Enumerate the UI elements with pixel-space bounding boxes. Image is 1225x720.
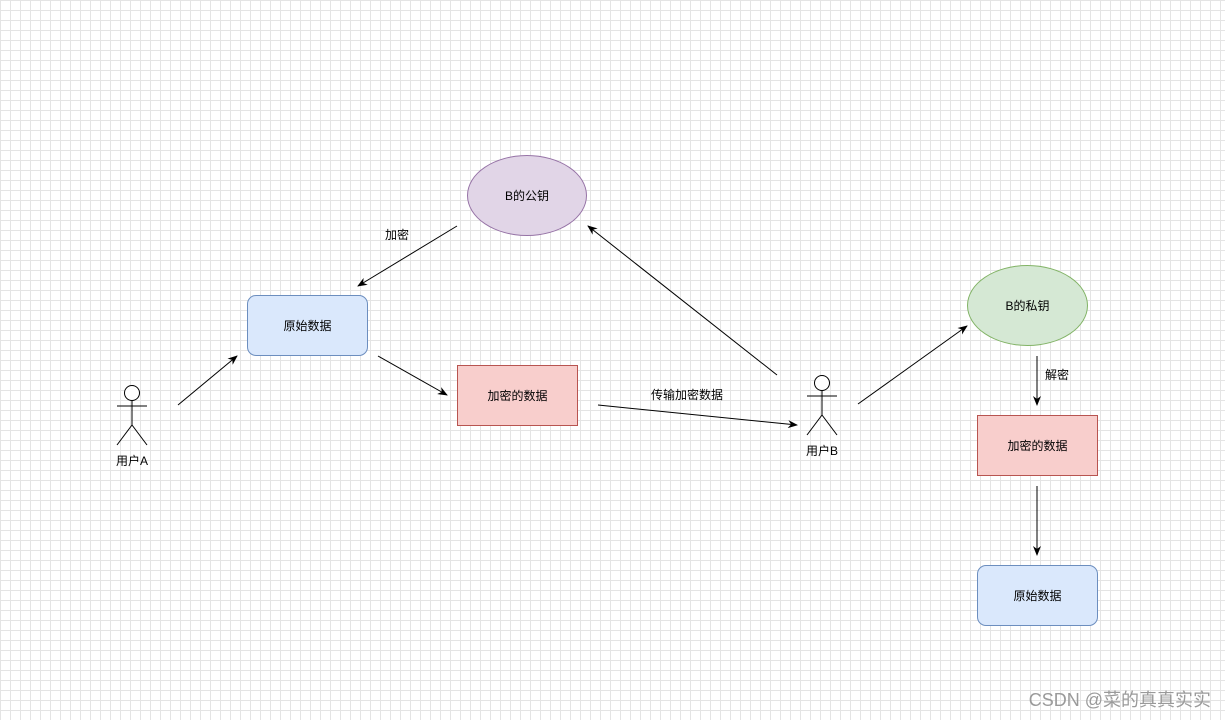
encrypted-data-mid-label: 加密的数据 — [487, 389, 548, 403]
encrypted-data-right-node[interactable]: 加密的数据 — [977, 415, 1098, 476]
raw-data-left-label: 原始数据 — [283, 319, 332, 333]
raw-data-right-label: 原始数据 — [1013, 589, 1062, 603]
user-a-label: 用户A — [115, 454, 149, 468]
edge-label-transmit: 传输加密数据 — [651, 388, 724, 402]
b-private-key-label: B的私钥 — [1005, 299, 1050, 313]
raw-data-right-node[interactable]: 原始数据 — [977, 565, 1098, 626]
csdn-watermark: CSDN @菜的真真实实 — [1028, 690, 1211, 710]
encrypted-data-right-label: 加密的数据 — [1007, 439, 1068, 453]
edge-pubkey-to-rawdata — [357, 225, 458, 287]
encrypted-data-mid-node[interactable]: 加密的数据 — [457, 365, 578, 426]
user-a-figure — [116, 385, 148, 446]
edge-encrypted-to-userb — [597, 404, 798, 429]
edge-label-encrypt: 加密 — [385, 228, 410, 242]
b-private-key-node[interactable]: B的私钥 — [967, 265, 1088, 346]
user-b-figure — [806, 375, 838, 436]
user-b-label: 用户B — [805, 444, 839, 458]
b-public-key-label: B的公钥 — [504, 189, 549, 203]
raw-data-left-node[interactable]: 原始数据 — [247, 295, 368, 356]
b-public-key-node[interactable]: B的公钥 — [467, 155, 587, 236]
edge-label-decrypt: 解密 — [1045, 368, 1070, 382]
edge-rawdata-to-encrypted — [377, 355, 448, 396]
edge-userb-to-pubkey — [587, 225, 778, 376]
edge-userb-to-privkey — [857, 325, 968, 405]
edge-usera-to-rawdata — [177, 355, 238, 406]
